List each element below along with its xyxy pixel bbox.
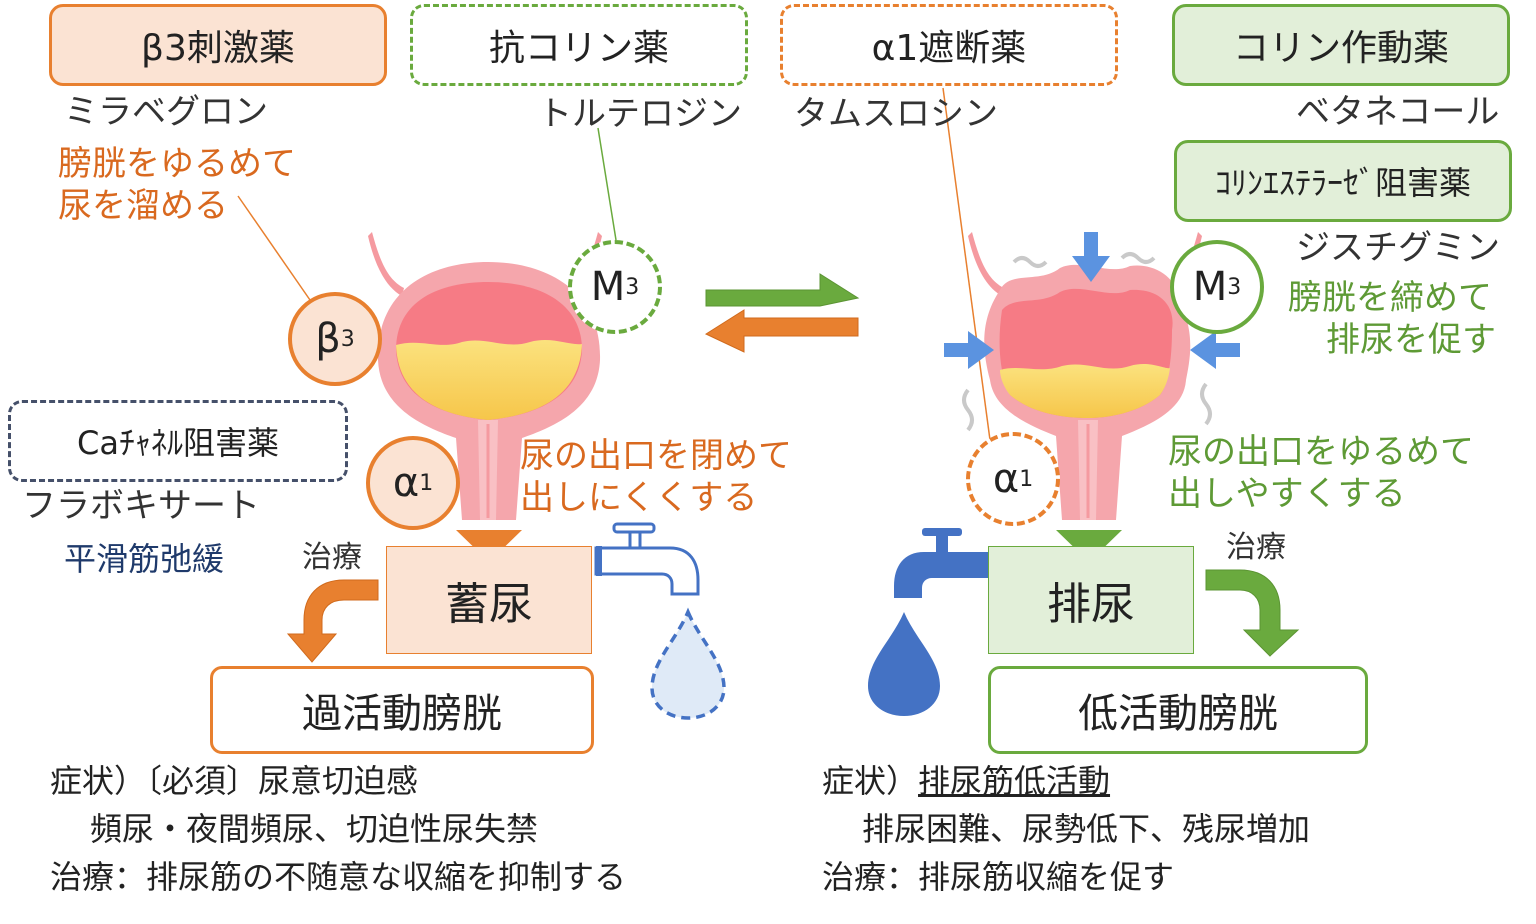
smooth-muscle-relaxation-text: 平滑筋弛緩: [64, 540, 225, 578]
mirabegron-text: ミラベグロン: [64, 92, 268, 132]
treatment-label-left: 治療: [302, 540, 362, 575]
overactive-bladder-box: 過活動膀胱: [210, 666, 594, 754]
right-treatment-line: 治療：排尿筋収縮を促す: [822, 858, 1175, 896]
voiding-label: 排尿: [1047, 579, 1135, 630]
left-symptoms-line: 症状）〔必須〕尿意切迫感: [50, 762, 419, 800]
left-bladder: [368, 232, 602, 520]
leader-line-alpha1: [942, 87, 991, 441]
alpha1-blocker-label: α1遮断薬: [871, 28, 1027, 69]
treatment-arrow-left: [286, 579, 379, 663]
cholinesterase-inhibitor-box: ｺﾘﾝｴｽﾃﾗｰｾﾞ阻害薬: [1174, 140, 1512, 222]
right-symptoms-detail: 排尿困難、尿勢低下、残尿増加: [862, 810, 1311, 848]
overactive-bladder-label: 過活動膀胱: [302, 691, 502, 737]
alpha1-blocker-box: α1遮断薬: [780, 4, 1118, 86]
treatment-arrow-right: [1205, 569, 1300, 657]
closed-faucet-icon: [594, 522, 726, 720]
underactive-bladder-label: 低活動膀胱: [1078, 691, 1278, 737]
m3-right-subscript: 3: [1227, 274, 1242, 300]
storage-state-box: 蓄尿: [386, 546, 592, 654]
open-outlet-line1: 尿の出口をゆるめて: [1168, 432, 1474, 472]
treatment-label-right: 治療: [1226, 530, 1286, 565]
alpha1-right-subscript: 1: [1019, 466, 1034, 492]
open-outlet-line2: 出しやすくする: [1168, 474, 1406, 514]
m3-left-symbol: M: [590, 264, 626, 310]
m3-left-subscript: 3: [625, 274, 640, 300]
open-faucet-icon: [868, 528, 988, 716]
distigmine-text: ジスチグミン: [1296, 228, 1500, 268]
bethanechol-text: ベタネコール: [1296, 92, 1500, 132]
anticholinergic-box: 抗コリン薬: [410, 4, 748, 86]
alpha1-left-subscript: 1: [419, 470, 434, 496]
storage-label: 蓄尿: [445, 579, 533, 630]
ca-channel-blocker-label: Caﾁｬﾈﾙ阻害薬: [77, 424, 279, 462]
right-symptoms-line: 症状）排尿筋低活動: [822, 762, 1110, 800]
left-symptoms-detail: 頻尿・夜間頻尿、切迫性尿失禁: [90, 810, 539, 848]
underactive-bladder-box: 低活動膀胱: [988, 666, 1368, 754]
voiding-state-box: 排尿: [988, 546, 1194, 654]
right-bladder: [944, 232, 1240, 520]
close-outlet-line1: 尿の出口を閉めて: [520, 436, 792, 476]
right-symptoms-underlined: 排尿筋低活動: [918, 762, 1111, 800]
ca-channel-blocker-box: Caﾁｬﾈﾙ阻害薬: [8, 400, 348, 482]
relax-bladder-line2: 尿を溜める: [58, 186, 228, 226]
relax-bladder-line1: 膀胱をゆるめて: [58, 144, 296, 184]
close-outlet-line2: 出しにくくする: [520, 478, 758, 518]
leader-line-beta3: [237, 195, 311, 301]
tamsulosin-text: タムスロシン: [794, 94, 998, 134]
arrow-to-voiding: [705, 273, 860, 307]
arrow-to-storage: [704, 309, 859, 353]
beta3-symbol: β: [315, 316, 341, 362]
anticholinergic-label: 抗コリン薬: [488, 28, 669, 69]
cholinesterase-inhibitor-label: ｺﾘﾝｴｽﾃﾗｰｾﾞ阻害薬: [1214, 164, 1471, 202]
beta3-subscript: 3: [340, 326, 355, 352]
beta3-agonist-box: β3刺激薬: [49, 4, 387, 86]
cholinergic-box: コリン作動薬: [1172, 4, 1510, 86]
contract-bladder-line2: 排尿を促す: [1326, 320, 1496, 360]
alpha1-left-symbol: α: [392, 460, 420, 506]
tolterodine-text: トルテロジン: [538, 94, 742, 134]
contract-bladder-line1: 膀胱を締めて: [1288, 278, 1492, 318]
flavoxate-text: フラボキサート: [22, 486, 260, 526]
alpha1-right-symbol: α: [992, 456, 1020, 502]
leader-line-m3: [597, 127, 617, 241]
beta3-agonist-label: β3刺激薬: [141, 28, 295, 69]
right-symptoms-prefix: 症状）: [822, 762, 919, 800]
cholinergic-label: コリン作動薬: [1232, 28, 1449, 69]
left-treatment-line: 治療：排尿筋の不随意な収縮を抑制する: [50, 858, 627, 896]
m3-right-symbol: M: [1192, 264, 1228, 310]
